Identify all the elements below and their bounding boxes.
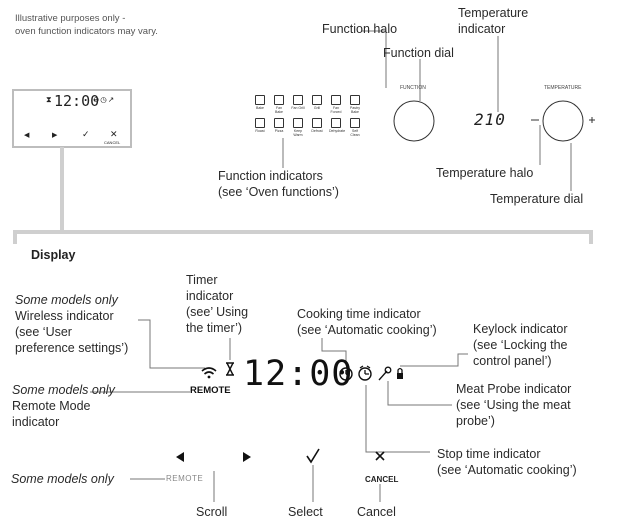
mini-x-icon: ✕ <box>110 129 118 139</box>
function-indicator-label: Pizza <box>274 129 284 133</box>
function-halo-leader <box>362 30 387 88</box>
function-indicator-icon <box>255 95 265 105</box>
function-indicator-icon <box>274 118 284 128</box>
remote-indicator-text: REMOTE <box>190 385 231 396</box>
scroll-label: Scroll <box>196 505 228 519</box>
note-line-2: oven function indicators may vary. <box>15 26 158 37</box>
meat-probe-icon <box>378 366 392 381</box>
temperature-indicator-callout: Temperature indicator <box>458 6 529 36</box>
function-indicator: Pizza <box>272 118 286 133</box>
mini-checkmark-icon: ✓ <box>82 129 90 139</box>
temperature-dial <box>542 100 584 142</box>
function-indicator-label: Bake <box>256 106 264 110</box>
function-indicator-label: Dehydrate <box>329 129 346 133</box>
function-indicator-icon <box>350 118 360 128</box>
function-indicator-label: Fan Forced <box>330 106 342 114</box>
function-indicator: Dehydrate <box>329 118 346 133</box>
display-clock: 12:00 <box>243 354 354 394</box>
function-indicator: Keep Warm <box>291 118 305 137</box>
keylock-leader <box>400 353 468 367</box>
meat-probe-leader <box>387 381 452 406</box>
checkmark-icon <box>306 448 320 464</box>
temperature-halo-callout: Temperature halo <box>436 166 534 180</box>
keylock-callout: Keylock indicator (see ‘Locking the cont… <box>473 322 568 368</box>
function-indicator-icon <box>293 118 303 128</box>
select-label: Select <box>288 505 323 519</box>
function-indicator-icon <box>312 118 322 128</box>
display-heading: Display <box>31 248 76 262</box>
function-indicator-label: Keep Warm <box>293 129 303 137</box>
timer-callout: Timer indicator (see’ Using the timer’) <box>186 273 249 335</box>
hourglass-icon <box>226 362 234 376</box>
stop-time-icon <box>358 365 372 381</box>
note-line-1: Illustrative purposes only - <box>15 13 126 24</box>
function-indicator-icon <box>331 118 341 128</box>
remote-button[interactable]: REMOTE <box>166 474 204 483</box>
mini-cancel-label: CANCEL <box>104 140 121 145</box>
mini-arrow-right-icon: ▶ <box>52 132 58 139</box>
function-indicator: Bake <box>253 95 267 110</box>
cooking-time-leader <box>321 338 347 363</box>
temperature-dial-label: TEMPERATURE <box>544 85 582 91</box>
function-indicator-label: Self Clean <box>350 129 360 137</box>
meat-probe-callout: Meat Probe indicator (see ‘Using the mea… <box>456 382 572 428</box>
function-indicator: Fan Forced <box>329 95 343 114</box>
function-indicators-callout: Function indicators (see ‘Oven functions… <box>218 169 339 199</box>
arrow-right-icon <box>243 452 251 462</box>
mini-arrow-left-icon: ◀ <box>24 132 30 139</box>
function-indicator: Pastry Bake <box>348 95 362 114</box>
function-indicator: Defrost <box>310 118 324 133</box>
scroll-qualifier: Some models only <box>11 472 114 486</box>
cooking-time-icon <box>339 367 353 381</box>
function-indicator: Roast <box>253 118 267 133</box>
stop-time-leader <box>365 385 430 453</box>
function-indicator: Fan Bake <box>272 95 286 114</box>
function-indicator-icon <box>274 95 284 105</box>
stop-time-callout: Stop time indicator (see ‘Automatic cook… <box>437 447 577 477</box>
function-indicator: Self Clean <box>348 118 362 137</box>
display-panel-frame <box>13 230 593 244</box>
cancel-button-text[interactable]: CANCEL <box>365 475 399 484</box>
function-indicator-icon <box>293 95 303 105</box>
function-indicator-label: Defrost <box>311 129 323 133</box>
function-indicator-label: Fan Grill <box>291 106 305 110</box>
function-indicator-label: Roast <box>255 129 265 133</box>
function-indicator-icon <box>331 95 341 105</box>
function-indicator-icon <box>255 118 265 128</box>
cancel-x-icon <box>375 451 385 461</box>
cancel-label: Cancel <box>357 505 396 519</box>
temperature-dial-callout: Temperature dial <box>490 192 584 206</box>
illustrative-note: Illustrative purposes only - oven functi… <box>15 12 158 38</box>
lock-icon <box>397 367 403 379</box>
function-indicator: Fan Grill <box>291 95 305 110</box>
mini-display-frame <box>12 89 132 148</box>
remote-mode-callout: Some models only Remote Mode indicator <box>12 383 115 429</box>
mini-status-icons: ⊙◷↗ <box>93 95 116 104</box>
temperature-readout: 210 <box>474 110 506 129</box>
function-indicator-icon <box>312 95 322 105</box>
function-dial <box>393 100 435 142</box>
function-indicator-label: Grill <box>313 106 321 110</box>
arrow-left-icon <box>176 452 184 462</box>
wireless-leader <box>138 319 205 369</box>
mini-clock: 12:00 <box>54 92 100 110</box>
wifi-icon <box>201 367 217 379</box>
function-indicator-icon <box>350 95 360 105</box>
mini-hourglass-icon: ⧗ <box>46 95 52 104</box>
function-dial-label: FUNCTION <box>400 85 426 91</box>
function-halo-callout: Function halo <box>322 22 398 36</box>
wireless-callout: Some models only Wireless indicator (see… <box>15 293 129 355</box>
function-indicator-label: Pastry Bake <box>350 106 360 114</box>
cooking-time-callout: Cooking time indicator (see ‘Automatic c… <box>297 307 437 337</box>
function-dial-callout: Function dial <box>383 46 454 60</box>
function-indicator-label: Fan Bake <box>275 106 283 114</box>
function-indicator: Grill <box>310 95 324 110</box>
